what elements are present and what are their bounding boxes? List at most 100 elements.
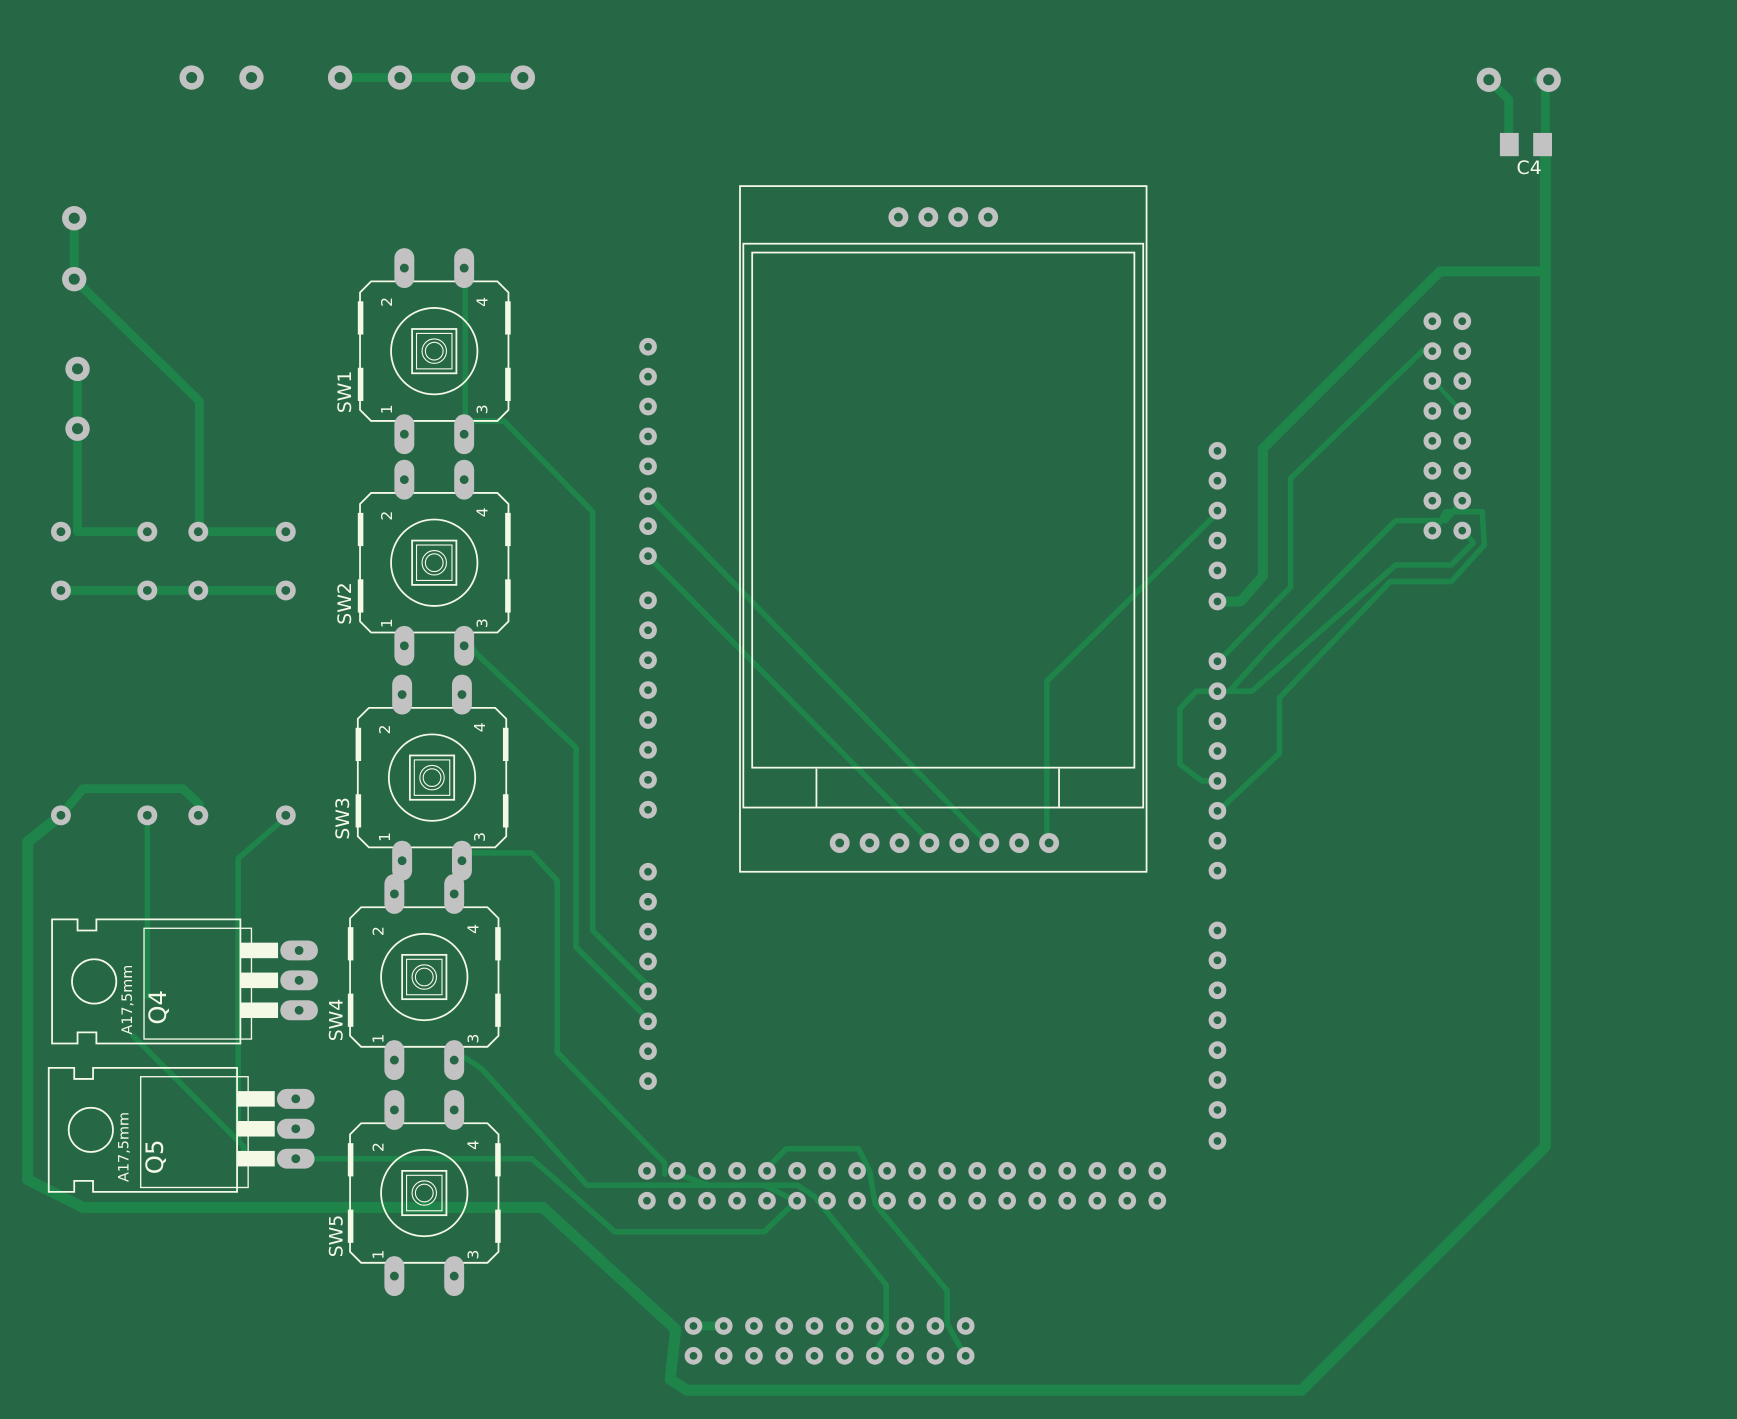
switch-sw3[interactable] <box>355 706 509 849</box>
bottom-row-b-pin-12[interactable] <box>968 1191 987 1210</box>
display-bottom-pin-7[interactable] <box>1009 833 1030 853</box>
lower-header-a-pin-2[interactable] <box>714 1317 733 1335</box>
right-column-pin-10[interactable] <box>1208 742 1227 760</box>
bottom-row-b-pin-18[interactable] <box>1148 1191 1167 1210</box>
dual-header-a-pin-6[interactable] <box>1423 461 1442 480</box>
left-column-pin-5[interactable] <box>639 457 657 476</box>
lower-header-a-pin-6[interactable] <box>835 1317 854 1335</box>
right-column-pin-8[interactable] <box>1208 682 1227 701</box>
bottom-row-b-pin-16[interactable] <box>1088 1191 1107 1210</box>
bottom-row-b-pin-7[interactable] <box>818 1191 836 1210</box>
display-bottom-pin-4[interactable] <box>919 833 940 853</box>
lower-header-a-pin-7[interactable] <box>866 1317 884 1335</box>
left-column-pin-12[interactable] <box>639 681 657 699</box>
right-column-pin-12[interactable] <box>1208 801 1227 820</box>
transistor-Q5-pin-1[interactable] <box>276 1088 315 1109</box>
top-header-pin-5[interactable] <box>450 65 476 90</box>
bottom-row-a-pin-10[interactable] <box>908 1162 926 1180</box>
dual-header-b-pin-7[interactable] <box>1453 491 1472 510</box>
bottom-row-a-pin-15[interactable] <box>1058 1162 1077 1180</box>
lower-header-b-pin-2[interactable] <box>714 1346 733 1365</box>
bottom-row-b-pin-6[interactable] <box>788 1191 806 1210</box>
left-column-pin-18[interactable] <box>639 892 657 911</box>
bottom-row-a-pin-11[interactable] <box>938 1162 957 1180</box>
switch-sw1[interactable] <box>357 280 511 422</box>
dual-header-b-pin-4[interactable] <box>1453 402 1472 420</box>
transistor-Q4-pin-1[interactable] <box>280 940 318 961</box>
lower-header-b-pin-9[interactable] <box>926 1346 945 1365</box>
lower-header-a-pin-3[interactable] <box>745 1317 763 1335</box>
terminal-pad-2[interactable] <box>137 521 158 542</box>
bottom-row-b-pin-10[interactable] <box>908 1191 926 1210</box>
bottom-row-b-pin-17[interactable] <box>1118 1191 1137 1210</box>
left-column-pin-23[interactable] <box>639 1042 657 1061</box>
dual-header-b-pin-5[interactable] <box>1453 432 1472 450</box>
lower-header-b-pin-6[interactable] <box>835 1346 854 1365</box>
right-column-pin-7[interactable] <box>1208 652 1227 671</box>
left-column-pin-24[interactable] <box>639 1072 657 1091</box>
terminal-pad-7[interactable] <box>188 580 209 601</box>
left-pad-1[interactable] <box>62 206 87 231</box>
bottom-row-a-pin-7[interactable] <box>818 1162 836 1180</box>
right-column-pin-4[interactable] <box>1208 531 1227 550</box>
dual-header-b-pin-2[interactable] <box>1453 342 1472 361</box>
sw3-pin-3-pad[interactable] <box>451 840 472 881</box>
lower-header-b-pin-5[interactable] <box>805 1346 824 1365</box>
bottom-row-a-pin-8[interactable] <box>848 1162 866 1180</box>
bottom-row-b-pin-9[interactable] <box>878 1191 896 1210</box>
bottom-row-a-pin-4[interactable] <box>728 1162 746 1180</box>
c4-lead-1[interactable] <box>1476 67 1502 92</box>
sw1-pin-4-pad[interactable] <box>454 248 475 289</box>
lower-header-b-pin-3[interactable] <box>745 1346 763 1365</box>
right-column-pin-22[interactable] <box>1208 1132 1227 1150</box>
transistor-Q5-pin-3[interactable] <box>276 1148 315 1169</box>
terminal-pad-8[interactable] <box>275 580 296 601</box>
bottom-row-a-pin-6[interactable] <box>788 1162 806 1180</box>
right-column-pin-19[interactable] <box>1208 1041 1227 1059</box>
lower-header-a-pin-8[interactable] <box>896 1317 915 1335</box>
left-pad-3[interactable] <box>65 356 90 382</box>
sw1-pin-3-pad[interactable] <box>454 414 475 455</box>
left-column-pin-11[interactable] <box>639 651 657 670</box>
bottom-row-a-pin-1[interactable] <box>638 1162 656 1180</box>
switch-sw4[interactable] <box>347 906 501 1048</box>
sw3-pin-2-pad[interactable] <box>392 674 413 715</box>
bottom-row-a-pin-18[interactable] <box>1148 1162 1167 1180</box>
left-column-pin-10[interactable] <box>639 621 657 640</box>
dual-header-b-pin-8[interactable] <box>1453 521 1472 540</box>
left-column-pin-22[interactable] <box>639 1012 657 1031</box>
switch-sw5[interactable] <box>347 1122 501 1264</box>
right-column-pin-2[interactable] <box>1208 471 1227 490</box>
dual-header-a-pin-8[interactable] <box>1423 521 1442 540</box>
lower-header-a-pin-4[interactable] <box>775 1317 794 1335</box>
sw5-pin-1-pad[interactable] <box>384 1256 405 1297</box>
left-column-pin-1[interactable] <box>639 337 657 356</box>
display-bottom-pin-2[interactable] <box>859 833 880 853</box>
transistor-Q4-pin-3[interactable] <box>280 1000 318 1021</box>
bottom-row-b-pin-5[interactable] <box>758 1191 776 1210</box>
lower-header-a-pin-1[interactable] <box>684 1317 703 1335</box>
display-bottom-pin-6[interactable] <box>979 833 1000 853</box>
sw5-pin-4-pad[interactable] <box>444 1090 465 1130</box>
bottom-row-b-pin-2[interactable] <box>668 1191 686 1210</box>
left-column-pin-6[interactable] <box>639 487 657 506</box>
left-column-pin-2[interactable] <box>639 367 657 386</box>
lower-header-a-pin-5[interactable] <box>805 1317 824 1335</box>
transistor-Q4-pin-2[interactable] <box>280 970 318 991</box>
top-header-pin-3[interactable] <box>327 65 353 90</box>
lower-header-b-pin-8[interactable] <box>896 1346 915 1365</box>
display-top-pin-3[interactable] <box>948 207 969 228</box>
display-bottom-pin-3[interactable] <box>889 833 910 853</box>
transistor-Q4[interactable] <box>51 918 279 1045</box>
c4-lead-2[interactable] <box>1536 67 1561 92</box>
terminal-pad-12[interactable] <box>275 805 296 826</box>
right-column-pin-15[interactable] <box>1208 921 1227 940</box>
dual-header-a-pin-4[interactable] <box>1423 402 1442 420</box>
top-header-pin-2[interactable] <box>239 65 264 90</box>
c4-pad-2[interactable] <box>1533 132 1553 157</box>
left-column-pin-8[interactable] <box>639 547 657 565</box>
sw2-pin-4-pad[interactable] <box>454 459 475 500</box>
bottom-row-a-pin-14[interactable] <box>1028 1162 1047 1180</box>
right-column-pin-9[interactable] <box>1208 712 1227 730</box>
